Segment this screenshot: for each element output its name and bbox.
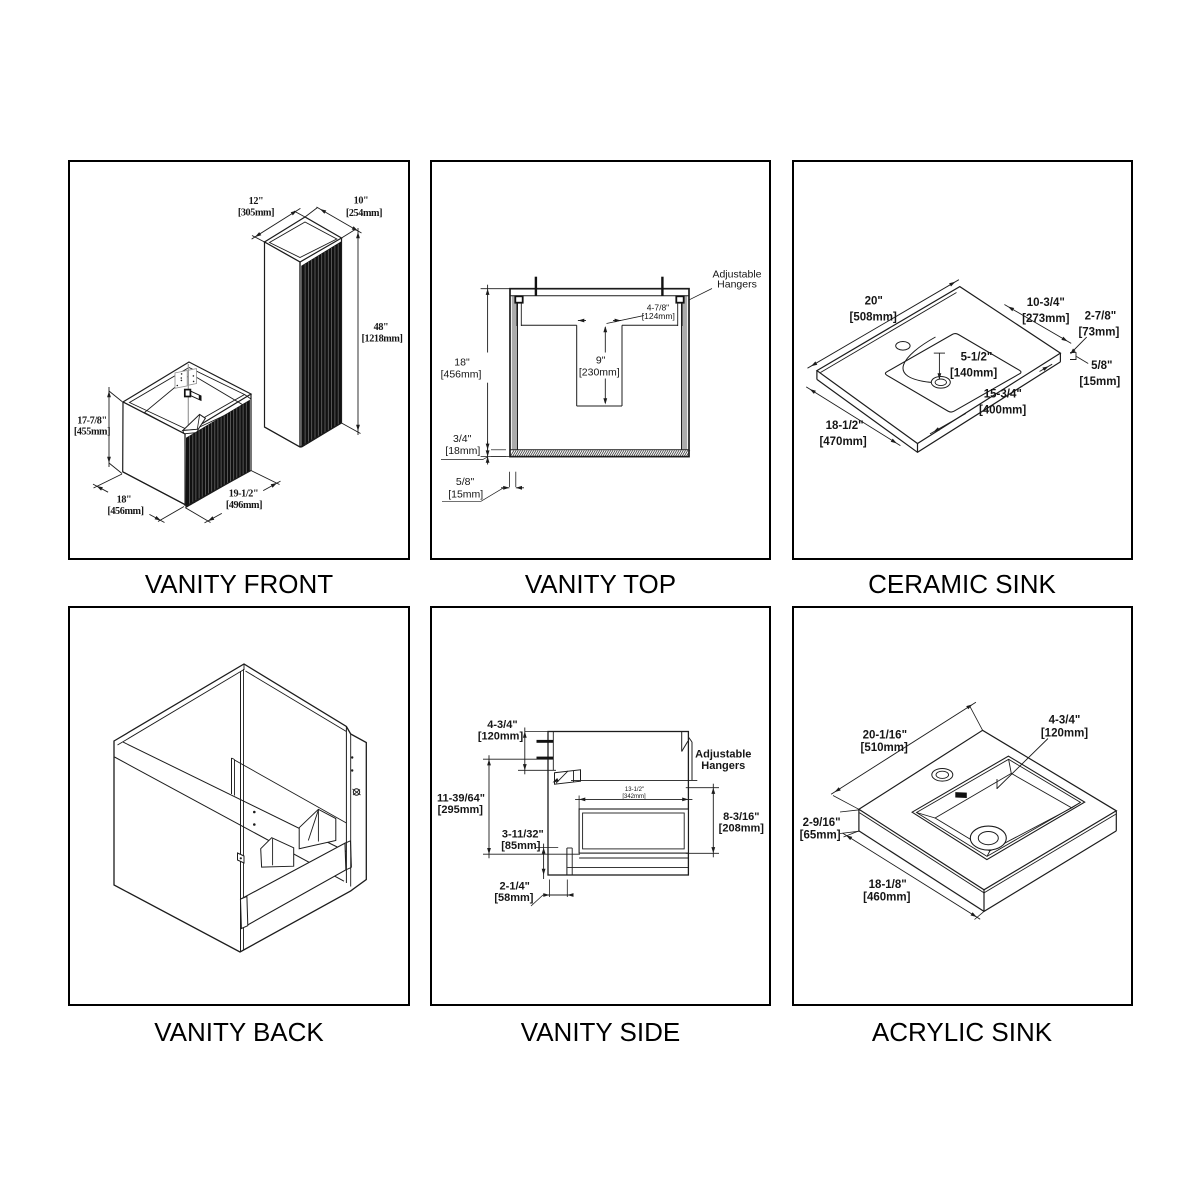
svg-text:15-3/4": 15-3/4": [984, 389, 1022, 401]
svg-text:[273mm]: [273mm]: [1022, 313, 1069, 325]
svg-text:[15mm]: [15mm]: [448, 488, 483, 500]
svg-text:[65mm]: [65mm]: [800, 830, 841, 842]
svg-text:2-1/4": 2-1/4": [500, 881, 530, 893]
svg-text:[140mm]: [140mm]: [950, 368, 997, 380]
svg-text:4-3/4": 4-3/4": [1049, 715, 1081, 727]
svg-text:[58mm]: [58mm]: [494, 892, 533, 904]
svg-text:10-3/4": 10-3/4": [1027, 297, 1065, 309]
svg-text:18": 18": [454, 357, 470, 369]
svg-text:[85mm]: [85mm]: [501, 840, 540, 852]
svg-text:20": 20": [865, 296, 883, 308]
svg-text:Hangers: Hangers: [717, 279, 757, 291]
svg-text:3-11/32": 3-11/32": [502, 829, 544, 841]
svg-text:5/8": 5/8": [456, 476, 475, 488]
svg-text:5-1/2": 5-1/2": [961, 352, 993, 364]
svg-text:[460mm]: [460mm]: [863, 892, 910, 904]
svg-text:[15mm]: [15mm]: [1079, 376, 1120, 388]
svg-text:4-3/4": 4-3/4": [487, 719, 517, 731]
svg-text:[456mm]: [456mm]: [107, 506, 143, 517]
svg-text:[342mm]: [342mm]: [622, 794, 646, 800]
svg-text:[1218mm]: [1218mm]: [362, 334, 403, 345]
svg-text:12": 12": [249, 196, 264, 207]
svg-text:[120mm]: [120mm]: [1041, 728, 1088, 740]
svg-text:18-1/8": 18-1/8": [869, 879, 907, 891]
svg-text:[124mm]: [124mm]: [642, 311, 675, 321]
svg-text:10": 10": [354, 196, 369, 207]
svg-text:3/4": 3/4": [453, 433, 472, 445]
svg-text:[230mm]: [230mm]: [579, 367, 620, 379]
svg-text:[455mm]: [455mm]: [74, 427, 110, 438]
svg-text:[18mm]: [18mm]: [445, 445, 480, 457]
svg-text:[400mm]: [400mm]: [979, 405, 1026, 417]
svg-text:9": 9": [596, 355, 606, 367]
svg-text:5/8": 5/8": [1091, 360, 1112, 372]
svg-text:[305mm]: [305mm]: [238, 208, 274, 219]
svg-text:2-9/16": 2-9/16": [803, 817, 841, 829]
svg-text:[254mm]: [254mm]: [346, 208, 382, 219]
svg-text:Adjustable: Adjustable: [712, 269, 761, 281]
svg-text:[73mm]: [73mm]: [1078, 327, 1119, 339]
svg-text:[456mm]: [456mm]: [441, 369, 482, 381]
svg-text:Adjustable: Adjustable: [695, 749, 751, 761]
svg-text:2-7/8": 2-7/8": [1085, 311, 1117, 323]
svg-text:17-7/8": 17-7/8": [77, 416, 106, 427]
svg-text:20-1/16": 20-1/16": [863, 730, 907, 742]
svg-text:19-1/2": 19-1/2": [229, 489, 258, 500]
svg-text:8-3/16": 8-3/16": [723, 811, 759, 823]
svg-text:Hangers: Hangers: [701, 760, 745, 772]
svg-text:[470mm]: [470mm]: [819, 436, 866, 448]
svg-text:[508mm]: [508mm]: [850, 312, 897, 324]
svg-text:18": 18": [117, 495, 132, 506]
svg-text:48": 48": [374, 322, 389, 333]
svg-text:13-1/2": 13-1/2": [625, 787, 644, 793]
svg-text:[496mm]: [496mm]: [226, 500, 262, 511]
svg-text:11-39/64": 11-39/64": [437, 793, 485, 805]
svg-text:[208mm]: [208mm]: [719, 823, 765, 835]
svg-text:18-1/2": 18-1/2": [826, 420, 864, 432]
svg-text:[120mm]: [120mm]: [478, 731, 524, 743]
svg-text:4-7/8": 4-7/8": [647, 303, 669, 313]
svg-text:[295mm]: [295mm]: [438, 804, 484, 816]
svg-text:[510mm]: [510mm]: [861, 742, 908, 754]
